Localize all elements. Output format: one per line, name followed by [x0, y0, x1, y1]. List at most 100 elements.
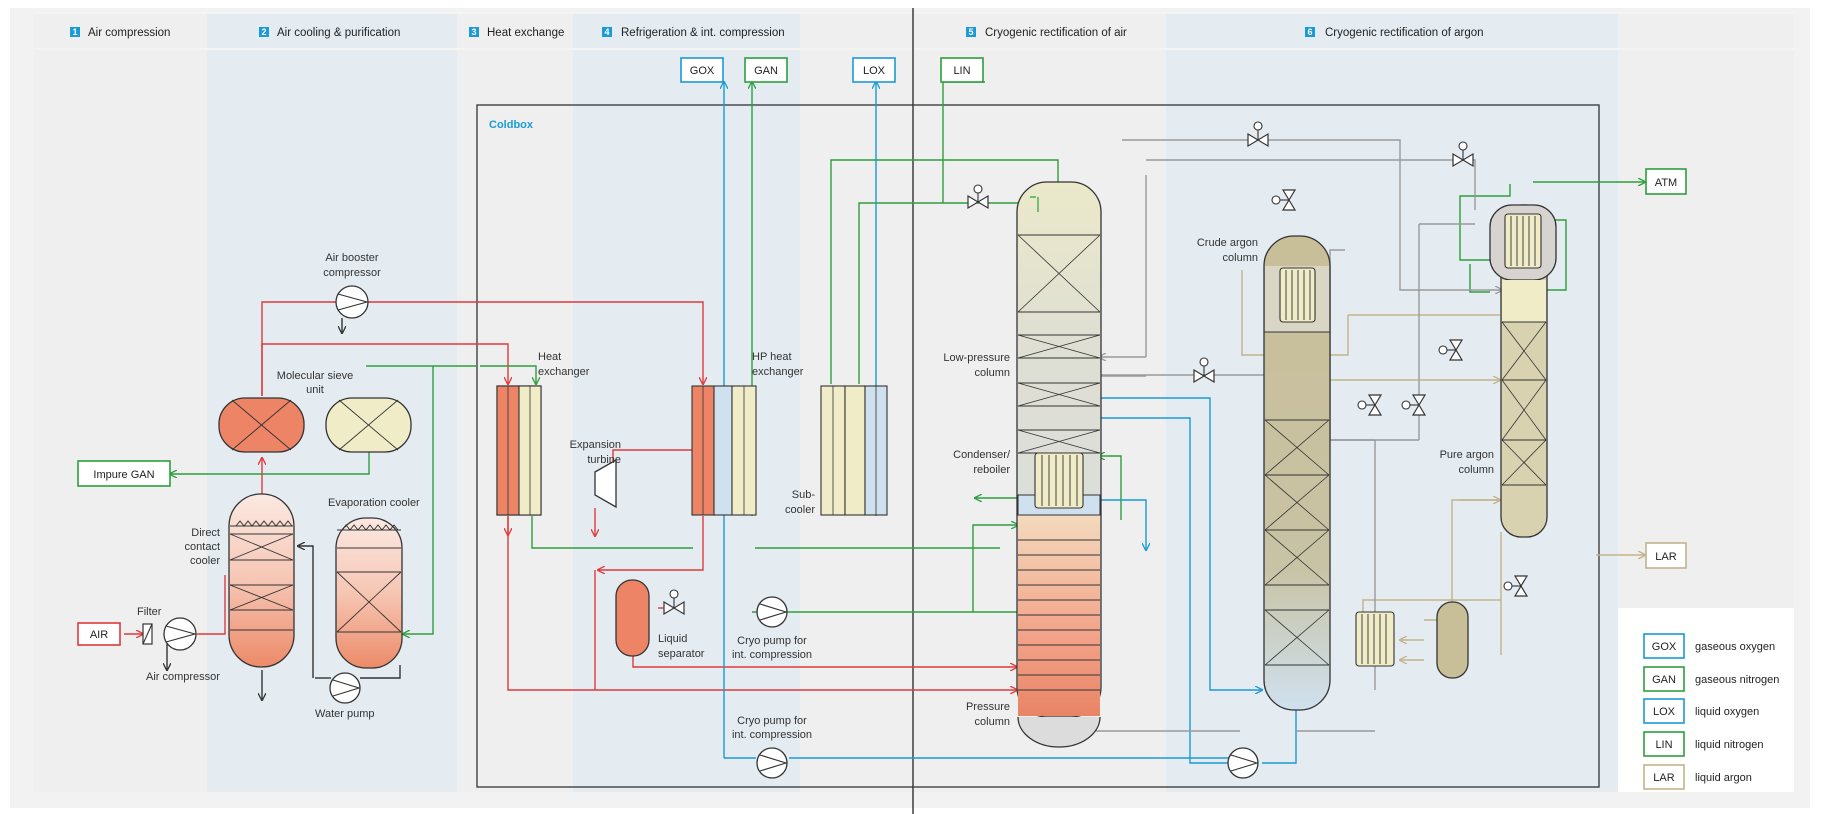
gan-box: [744, 57, 788, 83]
lp-side-valve[interactable]: [1193, 357, 1215, 384]
legend-swatch: [1643, 698, 1685, 724]
sieve-label-1: Molecular sieve: [277, 370, 353, 382]
stage-header-4: 4 Refrigeration & int. compression: [602, 27, 785, 39]
waste-valve-top[interactable]: [1247, 121, 1269, 148]
lp-column-packing: [1017, 234, 1101, 454]
liquid-separator: [615, 579, 650, 657]
impure-gan-label: Impure GAN: [93, 469, 154, 481]
water-pump-label: Water pump: [315, 708, 375, 720]
booster-symbol: [337, 293, 370, 311]
turbine-label-1: Expansion: [570, 439, 621, 451]
stage-number-3: 3: [471, 27, 476, 37]
gox-label: GOX: [690, 65, 715, 77]
crude-argon-label-1: Crude argon: [1197, 237, 1258, 249]
waste-gas-pipe-2: [1146, 159, 1476, 210]
lin-valve[interactable]: [967, 184, 989, 210]
utility-pipes: [167, 318, 401, 700]
lp-column-label-2: column: [975, 367, 1010, 379]
cryo-pump-1-label-2: int. compression: [732, 649, 812, 661]
subcooler-label-2: cooler: [785, 504, 815, 516]
evap-cooler-packing: [336, 571, 402, 633]
header-band-2: [207, 14, 457, 48]
legend-swatch: [1643, 731, 1685, 757]
band-refrigeration: [573, 50, 800, 792]
booster-label-2: compressor: [323, 267, 381, 279]
stage-header-5: 5 Cryogenic rectification of air: [966, 27, 1127, 39]
pressure-column-label-1: Pressure: [966, 701, 1010, 713]
legend-swatch: [1643, 666, 1685, 692]
booster-to-hphx-pipe: [368, 301, 703, 384]
legend-item-lar: LAR liquid argon: [1643, 764, 1752, 790]
valve-actuator: [973, 184, 983, 194]
stage-label-4: Refrigeration & int. compression: [621, 27, 785, 39]
stage-label-1: Air compression: [88, 27, 170, 39]
stage-badge-3: [469, 27, 479, 37]
legend-text: liquid oxygen: [1695, 706, 1759, 718]
separator-to-pc-pipe: [632, 655, 1017, 667]
air-input-box: [77, 622, 121, 646]
valve-actuator: [1503, 581, 1513, 591]
condenser-reboiler: [1034, 452, 1084, 509]
stage-number-6: 6: [1307, 27, 1312, 37]
separator-label-1: Liquid: [658, 633, 687, 645]
evap-cooler-internals: [337, 529, 401, 633]
air-input-label: AIR: [90, 629, 108, 641]
hx-gan-return-pipe: [531, 516, 693, 549]
sieve-2-packing: [338, 399, 399, 451]
expansion-turbine: [594, 458, 617, 509]
stage-header-1: 1 Air compression: [70, 27, 170, 39]
crude-argon-bottom-pipe: [1262, 710, 1297, 764]
cryo-pump-2: [756, 747, 788, 779]
stage-badge-1: [70, 27, 80, 37]
lar-label: LAR: [1655, 551, 1676, 563]
stage-badge-2: [259, 27, 269, 37]
condenser-label-2: reboiler: [973, 464, 1010, 476]
argon-vent-valve-1[interactable]: [1357, 394, 1383, 416]
gox-box: [680, 57, 724, 83]
pure-argon-cond-pipe: [1459, 184, 1511, 261]
evap-cooler-gan-pipe: [403, 366, 434, 634]
stage-badge-5: [966, 27, 976, 37]
crude-argon-condenser: [1279, 267, 1316, 323]
stage-number-5: 5: [968, 27, 973, 37]
legend-item-gox: GOX gaseous oxygen: [1643, 633, 1775, 659]
filter-slash: [142, 623, 153, 645]
pc-trays: [1018, 539, 1100, 691]
valve-actuator: [1199, 357, 1209, 367]
cryo-pump-3: [1227, 747, 1259, 779]
separator-valve[interactable]: [663, 589, 685, 616]
cryo-pump-1-label-1: Cryo pump for: [737, 635, 807, 647]
stage-label-3: Heat exchange: [487, 27, 564, 39]
hphx-to-separator-pipe: [598, 516, 704, 570]
impure-gan-box: [77, 460, 171, 487]
legend-swatch: [1643, 764, 1685, 790]
pure-argon-side-valve[interactable]: [1438, 339, 1464, 361]
filter-label: Filter: [137, 606, 162, 618]
argon-vent-valve-2[interactable]: [1401, 394, 1427, 416]
separator-label-2: separator: [658, 648, 705, 660]
pure-argon-packing: [1501, 321, 1547, 486]
stage-header-3: 3 Heat exchange: [469, 27, 564, 39]
dcc-spray: [235, 520, 293, 527]
evap-spray: [341, 524, 399, 531]
cryo-pump-1-symbol: [759, 603, 788, 621]
lox-box: [852, 57, 896, 83]
crude-argon-column: [1263, 235, 1331, 711]
stage-label-2: Air cooling & purification: [277, 27, 400, 39]
header-band-6: [1166, 14, 1618, 48]
valve-actuator: [1438, 345, 1448, 355]
coldbox-boundary: [476, 104, 1600, 788]
valve-actuator: [669, 589, 679, 599]
lin-box: [940, 57, 984, 83]
hphx-label-1: HP heat: [752, 351, 792, 363]
gan-to-hx-pipe: [480, 365, 536, 384]
lar-box: [1645, 542, 1687, 569]
cryo-pump-2-label-2: int. compression: [732, 729, 812, 741]
stage-header-2: 2 Air cooling & purification: [259, 27, 400, 39]
crude-argon-top-valve[interactable]: [1271, 189, 1297, 211]
stage-number-1: 1: [72, 27, 77, 37]
lar-valve[interactable]: [1503, 575, 1529, 597]
argon-drum: [1436, 601, 1469, 679]
waste-valve-right[interactable]: [1452, 141, 1474, 168]
